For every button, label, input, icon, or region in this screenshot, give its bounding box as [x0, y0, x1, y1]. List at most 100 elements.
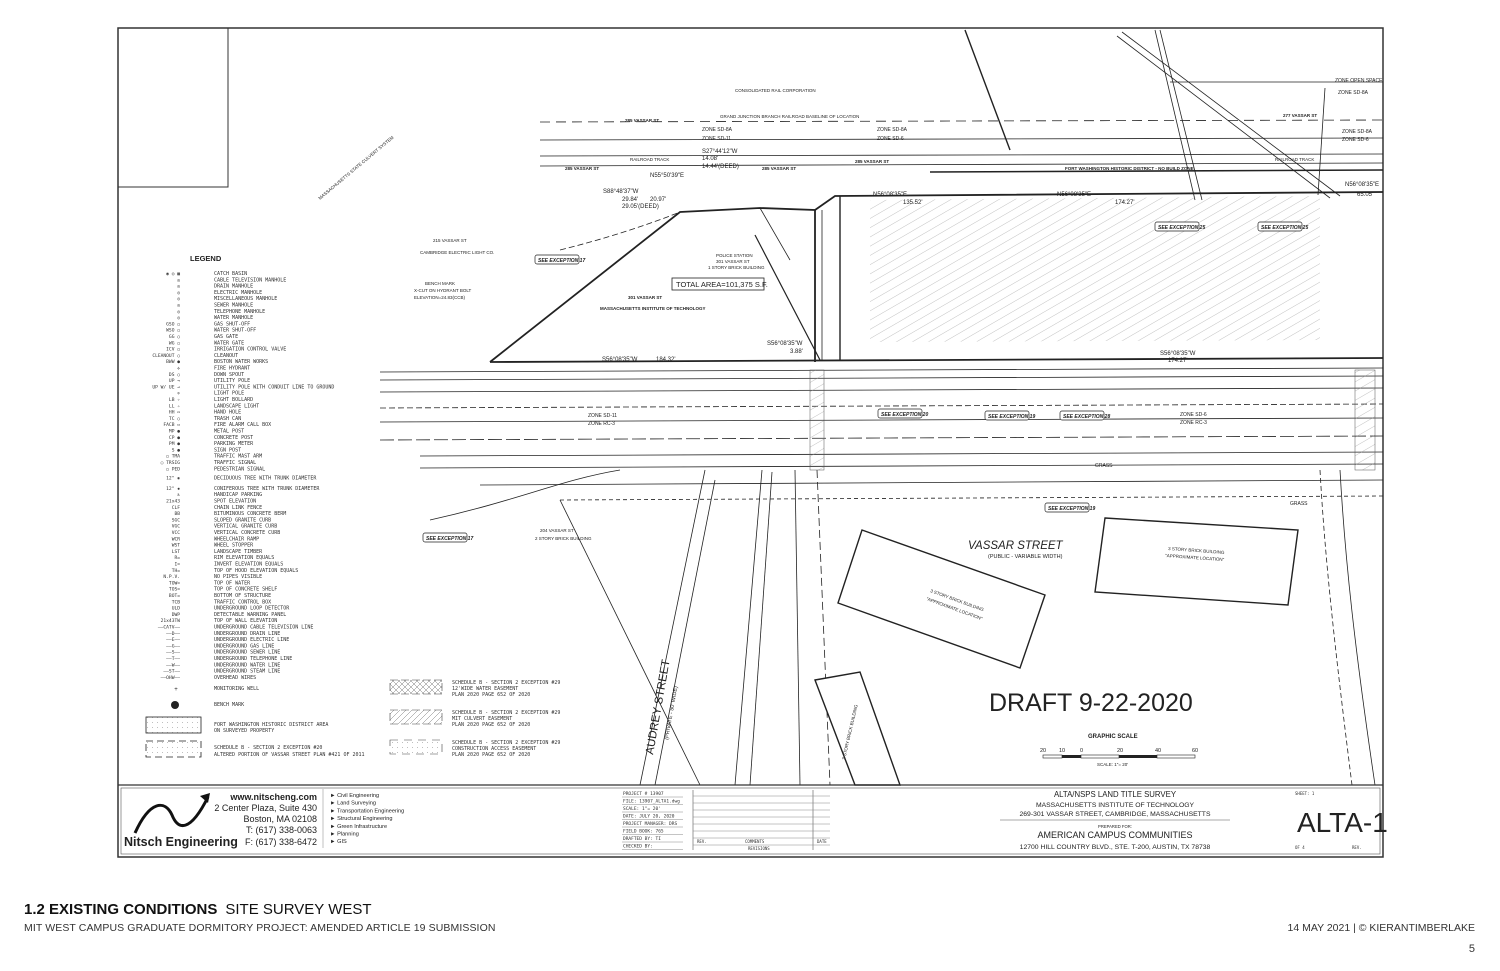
exception-callout: SEE EXCEPTION 19: [1044, 502, 1095, 513]
revisions-footer: REVISIONS: [748, 846, 770, 851]
legend-symbol: TC ○: [169, 416, 180, 422]
legend-symbol: TH=: [172, 568, 181, 574]
revisions-date-header: DATE: [817, 839, 827, 844]
legend-label: BOSTON WATER WORKS: [214, 359, 268, 365]
distance-label: 29.84': [622, 197, 638, 203]
project-info-field: FIELD BOOK: 765: [623, 829, 664, 835]
distance-label: 14.44'(DEED): [702, 164, 739, 170]
bench-mark-elevation: ELEVATION=24.83(CCB): [414, 295, 465, 300]
site-address: 269-301 VASSAR STREET, CAMBRIDGE, MASSAC…: [1020, 811, 1211, 818]
svg-text:PLAN 2020 PAGE 652 OF 2020: PLAN 2020 PAGE 652 OF 2020: [452, 722, 530, 728]
legend-symbol: ✲: [177, 392, 180, 397]
svg-text:0: 0: [1080, 748, 1083, 754]
legend-symbol: ——OHW——: [161, 675, 181, 681]
legend-label: LANDSCAPE LIGHT: [214, 403, 259, 409]
building-label: 3 STORY BRICK BUILDING: [1168, 546, 1225, 555]
bearing-label: S56°08'35"W: [767, 341, 803, 347]
legend-item: ◎WATER MANHOLE: [177, 315, 253, 321]
legend-label: CONIFEROUS TREE WITH TRUNK DIAMETER: [214, 486, 320, 492]
bench-mark-label: BENCH MARK: [425, 281, 455, 286]
zone-sd8a-label: ZONE SD-8A: [877, 127, 908, 133]
legend-symbol: VGC: [172, 524, 181, 530]
legend-symbol: 12" ✺: [166, 476, 180, 482]
railroad-track-label: RAILROAD TRACK: [1275, 157, 1314, 162]
police-building: 1 STORY BRICK BUILDING: [708, 265, 765, 270]
distance-label: 135.52': [903, 200, 923, 206]
zone-sd11-label: ZONE SD-11: [702, 136, 731, 142]
svg-text:SCHEDULE B - SECTION 2 EXCEPTI: SCHEDULE B - SECTION 2 EXCEPTION #29: [452, 680, 560, 686]
service-item: ► Green Infrastructure: [330, 824, 387, 830]
parcel-285-label: 285 VASSAR ST: [762, 166, 796, 171]
legend-label: DRAIN MANHOLE: [214, 284, 253, 290]
legend-item: MP ●METAL POST: [169, 429, 244, 435]
svg-text:FORT WASHINGTON HISTORIC DISTR: FORT WASHINGTON HISTORIC DISTRICT AREA: [214, 722, 328, 728]
distance-label: 65.05': [1357, 192, 1373, 198]
legend-symbol: CLEANOUT ○: [152, 353, 180, 359]
legend-item: ——W——UNDERGROUND WATER LINE: [166, 662, 280, 668]
legend-symbol: ◎: [177, 310, 180, 315]
distance-label: 174.27': [1168, 358, 1188, 364]
svg-text:SCHEDULE B - SECTION 2 EXCEPTI: SCHEDULE B - SECTION 2 EXCEPTION #20: [214, 745, 322, 751]
legend-label: IRRIGATION CONTROL VALVE: [214, 347, 286, 353]
legend-label: CABLE TELEVISION MANHOLE: [214, 277, 286, 283]
legend-label: VERTICAL GRANITE CURB: [214, 524, 277, 530]
sheet-label: SHEET: 1: [1295, 791, 1315, 796]
exception-callout: SEE EXCEPTION 28: [1059, 410, 1110, 421]
svg-text:SCHEDULE B - SECTION 2 EXCEPTI: SCHEDULE B - SECTION 2 EXCEPTION #29: [452, 710, 560, 716]
svg-text:SEE EXCEPTION 17: SEE EXCEPTION 17: [426, 536, 473, 542]
legend-symbol: BB: [174, 511, 180, 517]
service-item: ► GIS: [330, 839, 347, 845]
legend-symbol: ——S——: [166, 650, 180, 656]
parcel-277-label: 277 VASSAR ST: [1283, 113, 1317, 118]
legend-symbol: S ●: [172, 447, 181, 453]
legend-item: ——G——UNDERGROUND GAS LINE: [166, 643, 274, 649]
legend-label: WATER MANHOLE: [214, 315, 253, 321]
title-block: Nitsch Engineering www.nitscheng.com 2 C…: [118, 784, 1388, 855]
legend-item: 12" ✹CONIFEROUS TREE WITH TRUNK DIAMETER: [166, 486, 320, 492]
service-item: ► Planning: [330, 832, 359, 838]
legend-symbol: CP ●: [169, 435, 180, 441]
project-info-field: SCALE: 1"= 20': [623, 806, 661, 812]
parcel-301-label: 301 VASSAR ST: [628, 295, 662, 300]
svg-text:ON SURVEYED PROPERTY: ON SURVEYED PROPERTY: [214, 728, 274, 734]
legend-item: GG ○GAS GATE: [169, 334, 238, 340]
legend-item: UP W/ UE ⊸UTILITY POLE WITH CONDUIT LINE…: [152, 384, 334, 390]
total-area-box: [671, 277, 765, 291]
legend-label: OVERHEAD WIRES: [214, 675, 256, 681]
legend-item: ◎CABLE TELEVISION MANHOLE: [177, 277, 286, 283]
legend-symbol: DS ○: [169, 372, 180, 378]
parcel-301-owner: MASSACHUSETTS INSTITUTE OF TECHNOLOGY: [600, 306, 706, 311]
legend-label: HAND HOLE: [214, 410, 241, 416]
legend-symbol: TOW=: [169, 580, 180, 586]
legend-label: TOP OF WALL ELEVATION: [214, 618, 277, 624]
legend-label: UNDERGROUND STEAM LINE: [214, 669, 280, 675]
bearing-label: S56°08'35"W: [602, 357, 638, 363]
exception-callout: SEE EXCEPTION 25: [1257, 221, 1308, 232]
legend-label: PEDESTRIAN SIGNAL: [214, 466, 265, 472]
zone-sd8a-label: ZONE SD-8A: [1338, 90, 1369, 96]
legend-symbol: BWW ●: [166, 359, 180, 365]
legend-symbol: DWP: [172, 612, 181, 618]
legend-label: PARKING METER: [214, 441, 254, 447]
legend-item: GSO ○GAS SHUT-OFF: [166, 321, 250, 327]
legend-symbol: LB ✧: [169, 397, 180, 403]
project-info-field: PROJECT # 13907: [623, 791, 664, 797]
legend-symbol: ——T——: [166, 656, 180, 662]
legend-item: TC ○TRASH CAN: [169, 416, 241, 422]
legend-item: DS ○DOWN SPOUT: [169, 372, 244, 378]
parcel-204-bldg: 2 STORY BRICK BUILDING: [535, 536, 592, 541]
legend-symbol: BOT=: [169, 593, 180, 599]
legend-label: TELEPHONE MANHOLE: [214, 309, 265, 315]
legend-symbol: UP W/ UE ⊸: [152, 384, 180, 390]
project-info-field: PROJECT MANAGER: DRS: [623, 821, 677, 827]
legend-item: PM ● PARKING METER: [169, 441, 254, 447]
legend-symbol: PM ●: [169, 441, 180, 447]
project-name: MIT WEST CAMPUS GRADUATE DORMITORY PROJE…: [24, 922, 496, 934]
legend-item: ✣FIRE HYDRANT: [177, 366, 250, 372]
